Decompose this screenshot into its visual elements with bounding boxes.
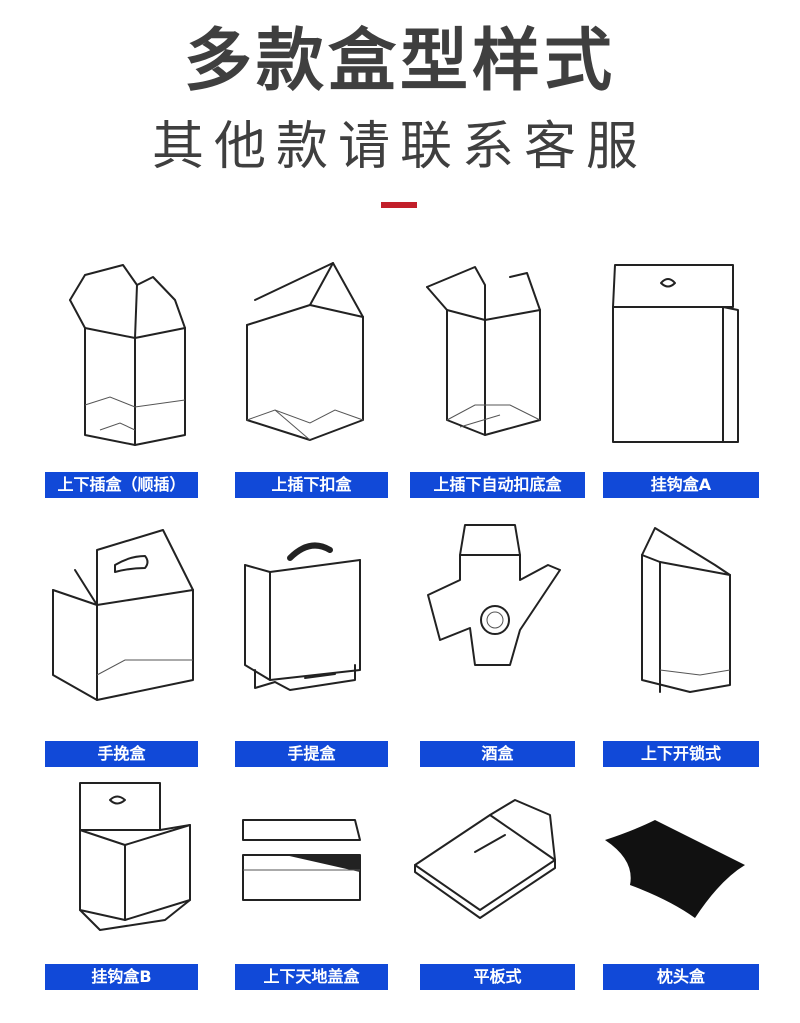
label-lock: 上下开锁式: [603, 741, 759, 767]
tuck-end-box-icon: [69, 264, 186, 446]
lock-box-icon: [641, 527, 731, 693]
auto-lock-bottom-box-icon: [426, 266, 541, 436]
label-handle-carry: 手挽盒: [45, 741, 198, 767]
page-title: 多款盒型样式: [183, 22, 616, 101]
flat-box-icon: [414, 799, 556, 919]
snap-lock-bottom-box-icon: [246, 262, 364, 441]
wine-box-icon: [427, 524, 561, 666]
box-item-hanger-a: [603, 255, 759, 455]
box-item-hanger-b: [45, 775, 201, 975]
pillow-box-icon: [605, 820, 745, 918]
hanger-box-a-icon: [612, 264, 739, 443]
box-item-wine: [420, 520, 576, 720]
page-subtitle: 其他款请联系客服: [151, 117, 648, 177]
box-item-auto-lock: [415, 255, 571, 455]
label-wine: 酒盒: [420, 741, 575, 767]
box-item-handle: [235, 520, 391, 720]
box-item-lock: [600, 520, 756, 720]
lid-base-box-icon: [242, 819, 361, 901]
label-snap-lock: 上插下扣盒: [235, 472, 388, 498]
label-handle: 手提盒: [235, 741, 388, 767]
accent-bar: [381, 202, 417, 208]
label-hanger-a: 挂钩盒A: [603, 472, 759, 498]
label-hanger-b: 挂钩盒B: [45, 964, 198, 990]
box-item-flat: [410, 790, 566, 990]
label-tuck-end: 上下插盒（顺插）: [45, 472, 198, 498]
handle-carry-box-icon: [52, 529, 194, 701]
label-flat: 平板式: [420, 964, 575, 990]
box-item-snap-lock: [235, 255, 391, 455]
box-item-lid-base: [235, 800, 391, 1000]
label-pillow: 枕头盒: [603, 964, 759, 990]
label-auto-lock: 上插下自动扣底盒: [410, 472, 585, 498]
box-item-pillow: [600, 800, 756, 1000]
box-item-tuck-end: [45, 255, 201, 455]
handle-box-icon: [244, 542, 361, 691]
hanger-box-b-icon: [79, 782, 191, 931]
box-item-handle-carry: [45, 520, 201, 720]
label-lid-base: 上下天地盖盒: [235, 964, 388, 990]
